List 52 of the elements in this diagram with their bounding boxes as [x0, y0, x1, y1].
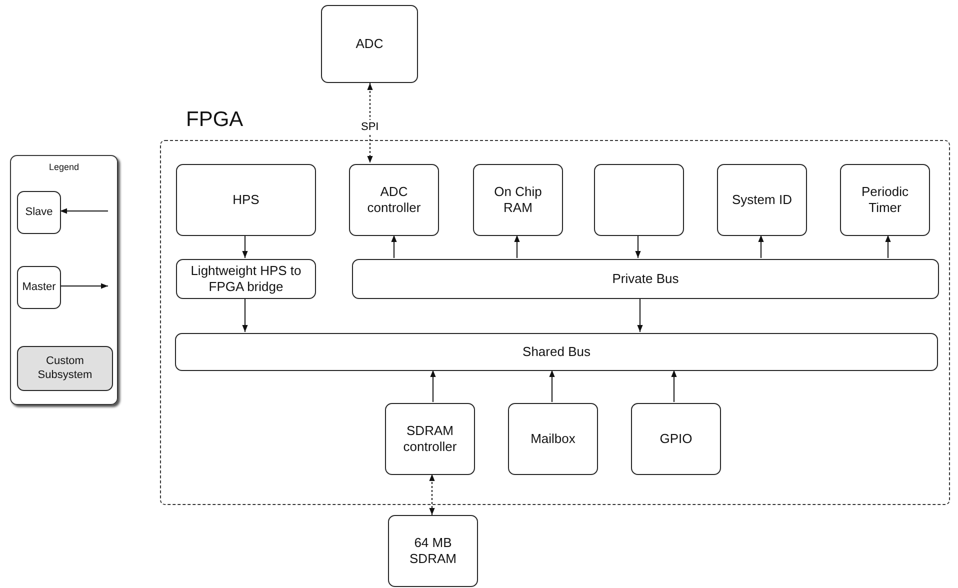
legend-sample-box — [17, 266, 61, 309]
arrow — [391, 234, 397, 258]
box-label: 64 MB SDRAM — [408, 535, 458, 567]
arrow — [671, 370, 677, 402]
box-label: HPS — [232, 192, 260, 208]
arrow — [885, 234, 891, 258]
arrow — [60, 283, 108, 289]
component-box — [717, 164, 807, 236]
arrow — [430, 370, 436, 402]
arrow — [60, 208, 108, 214]
arrow — [242, 234, 248, 258]
arrow — [637, 298, 643, 332]
arrow — [242, 298, 248, 332]
legend-panel — [10, 155, 118, 405]
arrow — [514, 234, 520, 258]
component-box — [840, 164, 930, 236]
box-label: Master — [22, 280, 56, 294]
box-label: ADC — [356, 36, 384, 52]
region-title: FPGA — [186, 107, 244, 132]
component-box — [321, 5, 418, 83]
component-box — [385, 403, 475, 475]
component-box — [508, 403, 598, 475]
arrow — [635, 234, 641, 258]
arrow — [429, 474, 435, 516]
box-label: Private Bus — [612, 271, 679, 287]
arrow — [758, 234, 764, 258]
box-label: On Chip RAM — [493, 184, 543, 216]
box-label: Custom Subsystem — [36, 355, 94, 382]
component-box — [388, 515, 478, 587]
box-label: GPIO — [660, 431, 692, 447]
legend-sample-box — [17, 346, 113, 391]
legend-title: Legend — [48, 162, 80, 173]
arrow — [367, 82, 373, 164]
box-label: Periodic Timer — [860, 184, 910, 216]
box-label: System ID — [732, 192, 792, 208]
box-label: Lightweight HPS to FPGA bridge — [190, 263, 302, 295]
component-box — [631, 403, 721, 475]
component-box — [352, 259, 939, 299]
legend-sample-box — [17, 191, 61, 234]
box-label: Slave — [25, 206, 53, 220]
box-label: Mailbox — [530, 431, 576, 447]
component-box — [176, 259, 316, 299]
box-label: Shared Bus — [522, 344, 590, 360]
component-box — [349, 164, 439, 236]
box-label: SDRAM controller — [402, 423, 458, 455]
edge-label: SPI — [359, 120, 381, 134]
arrow — [549, 370, 555, 402]
empty-box — [594, 164, 684, 236]
component-box — [175, 333, 938, 371]
component-box — [176, 164, 316, 236]
box-label: ADC controller — [366, 184, 422, 216]
component-box — [473, 164, 563, 236]
